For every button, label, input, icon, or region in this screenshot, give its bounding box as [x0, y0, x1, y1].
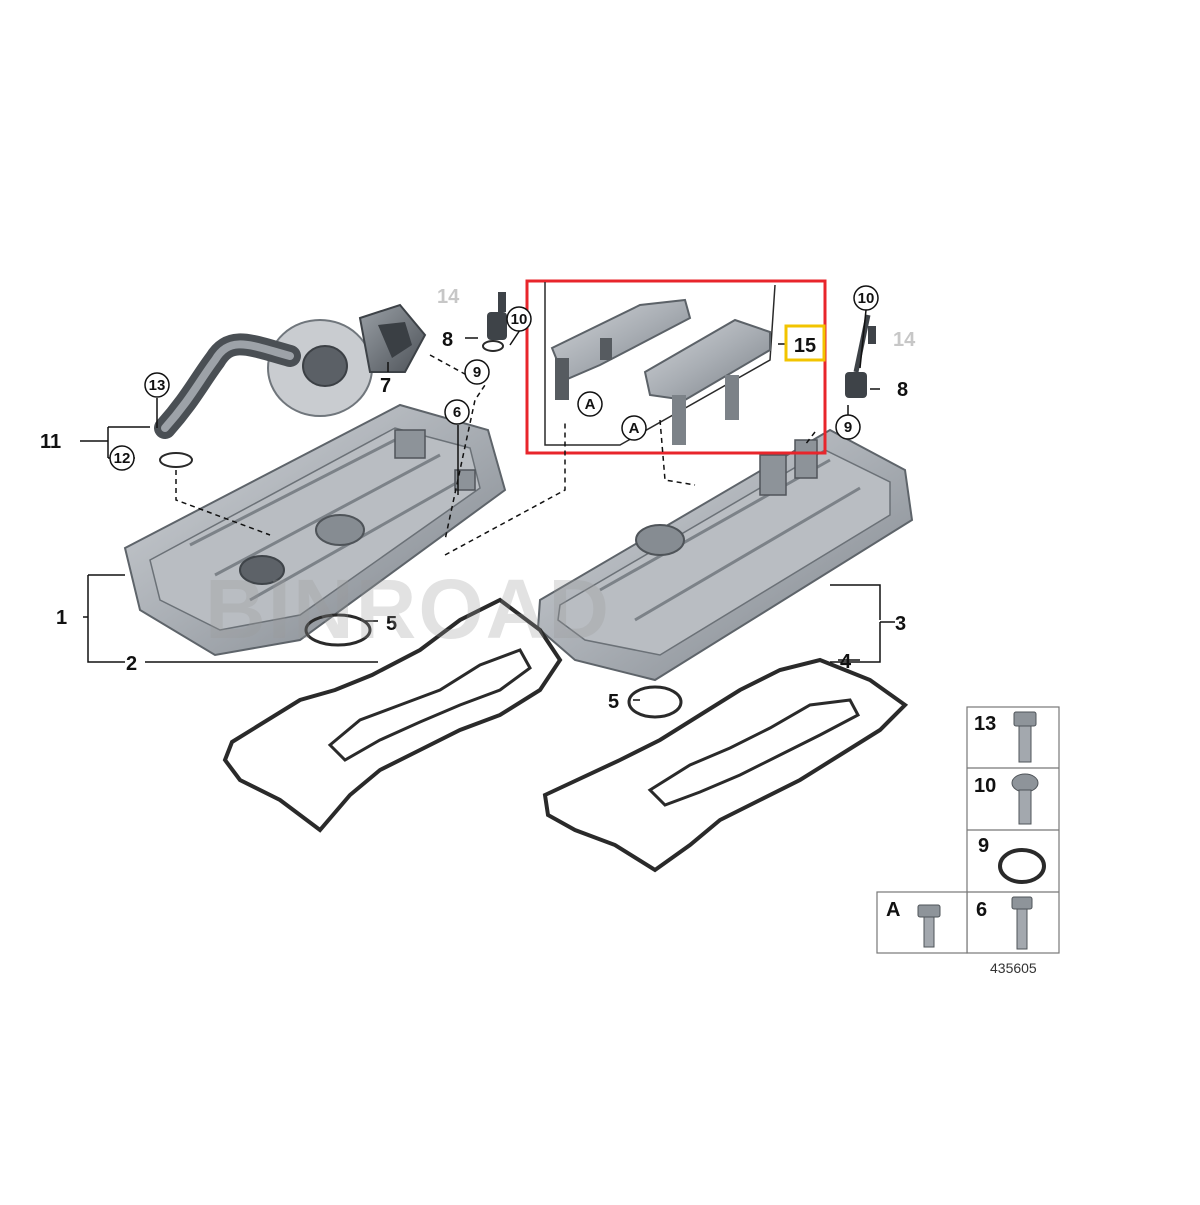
callout-14-left: 14 — [437, 286, 460, 308]
callout-10-right: 10 — [858, 290, 875, 307]
callout-7: 7 — [380, 375, 391, 397]
leader-lines — [80, 309, 895, 701]
camshaft-sensor-left — [482, 292, 507, 352]
callout-4: 4 — [840, 651, 852, 673]
legend-a: A — [886, 899, 900, 921]
watermark: BINROAD — [205, 562, 611, 656]
callout-8-right: 8 — [897, 379, 908, 401]
callout-14-right: 14 — [893, 329, 916, 351]
callout-a-left: A — [585, 396, 596, 413]
legend-10: 10 — [974, 775, 996, 797]
o-ring-9-icon — [998, 848, 1046, 884]
oil-filler-cap-assembly — [267, 303, 427, 417]
legend-13: 13 — [974, 713, 996, 735]
legend-9: 9 — [978, 835, 989, 857]
callout-9-left: 9 — [473, 364, 481, 381]
right-gasket — [542, 657, 909, 873]
screw-10-icon — [1011, 773, 1039, 825]
left-gasket — [222, 597, 563, 833]
part-15-highlight — [525, 279, 827, 455]
callout-3: 3 — [895, 613, 906, 635]
callout-a-right: A — [629, 420, 640, 437]
breather-hose — [154, 333, 301, 468]
right-valve-cover — [536, 428, 914, 682]
bolt-6-icon — [1011, 896, 1033, 950]
callout-9-right: 9 — [844, 419, 852, 436]
fastener-legend: 13 10 9 A 6 — [876, 706, 1060, 954]
screw-13-icon — [1013, 711, 1037, 763]
callout-12: 12 — [114, 450, 131, 467]
legend-6: 6 — [976, 899, 987, 921]
dashed-lines — [175, 354, 816, 556]
callout-1: 1 — [56, 607, 67, 629]
callout-11: 11 — [40, 431, 61, 453]
callout-2: 2 — [126, 653, 137, 675]
callout-5-right: 5 — [608, 691, 619, 713]
callout-5-left: 5 — [386, 613, 397, 635]
callouts: 1 2 3 4 5 5 7 8 8 11 14 14 9 9 10 10 6 1… — [40, 285, 916, 713]
left-valve-cover — [123, 403, 507, 657]
callout-13: 13 — [149, 377, 166, 394]
callout-15: 15 — [794, 335, 816, 357]
callout-8-left: 8 — [442, 329, 453, 351]
bolt-a-icon — [917, 904, 941, 948]
figure-number: 435605 — [990, 960, 1037, 976]
callout-10-left: 10 — [511, 311, 528, 328]
callout-6: 6 — [453, 404, 461, 421]
